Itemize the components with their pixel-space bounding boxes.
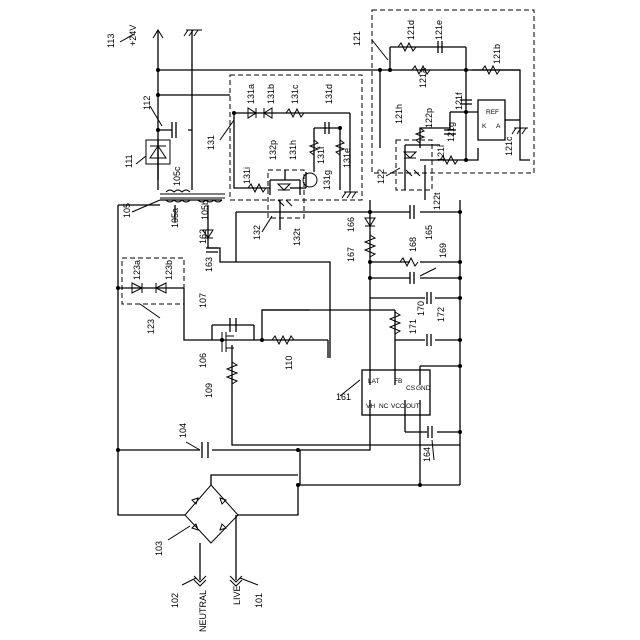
ic-pin-cs: CS bbox=[406, 385, 416, 392]
ref-123b: 123b bbox=[164, 260, 174, 280]
ref-105: 105 bbox=[122, 203, 132, 218]
ic-pin-nc: NC bbox=[379, 403, 389, 410]
ref-131i: 131i bbox=[242, 167, 252, 184]
ref-164: 164 bbox=[422, 447, 432, 462]
ref-132: 132 bbox=[252, 225, 262, 240]
ref-168: 168 bbox=[408, 237, 418, 252]
capacitor-169 bbox=[410, 272, 414, 284]
wiring bbox=[118, 30, 530, 580]
bridge-rectifier-103 bbox=[185, 485, 238, 543]
ref-163: 163 bbox=[204, 257, 214, 272]
ref-167: 167 bbox=[346, 247, 356, 262]
block-122-outline bbox=[396, 140, 432, 190]
ref-105a: 105a bbox=[170, 208, 180, 228]
ref-122: 122 bbox=[376, 169, 386, 184]
ref-104: 104 bbox=[178, 423, 188, 438]
ref-121d: 121d bbox=[406, 20, 416, 40]
ref-109: 109 bbox=[204, 383, 214, 398]
capacitor-112 bbox=[172, 122, 176, 138]
ref-101: 101 bbox=[254, 593, 264, 608]
capacitor-104 bbox=[202, 442, 208, 458]
ic-pin-vh: VH bbox=[366, 403, 375, 410]
ref-105b: 105b bbox=[200, 200, 210, 220]
ref-170: 170 bbox=[416, 301, 426, 316]
ref-131b: 131b bbox=[266, 84, 276, 104]
ref-171: 171 bbox=[408, 319, 418, 334]
ref-105c: 105c bbox=[172, 166, 182, 186]
ref-132t: 132t bbox=[292, 228, 302, 246]
ref-123: 123 bbox=[146, 319, 156, 334]
ground-icon bbox=[184, 30, 202, 36]
capacitor-172 bbox=[427, 334, 431, 346]
ref-131: 131 bbox=[206, 135, 216, 150]
ref-111: 111 bbox=[124, 154, 134, 168]
ref-172: 172 bbox=[436, 307, 446, 322]
ref-113: 113 bbox=[106, 34, 116, 48]
capacitor-165 bbox=[410, 205, 414, 219]
ref-122t: 122t bbox=[432, 192, 442, 210]
ref-112: 112 bbox=[142, 96, 152, 110]
ground-icon bbox=[342, 190, 358, 198]
optocoupler-132 bbox=[278, 184, 292, 206]
capacitor-164 bbox=[428, 426, 432, 438]
ref-162: 162 bbox=[198, 229, 208, 244]
ref-131f: 131f bbox=[316, 146, 326, 164]
ref-121e: 121e bbox=[434, 20, 444, 40]
ic-pin-gnd: GND bbox=[416, 385, 431, 392]
supply-rail-label: +24V bbox=[128, 25, 138, 46]
ref-121a: 121a bbox=[418, 68, 428, 88]
ref-131g: 131g bbox=[322, 170, 332, 190]
ic-pin-vcc: VCC bbox=[391, 403, 405, 410]
reg-pin-ref: REF bbox=[486, 109, 499, 116]
neutral-label: NEUTRAL bbox=[198, 590, 208, 632]
reg-pin-a: A bbox=[496, 123, 501, 130]
ref-102: 102 bbox=[170, 593, 180, 608]
supply-label: +24V bbox=[128, 25, 138, 46]
ic-pin-fb: FB bbox=[394, 378, 402, 385]
ref-132p: 132p bbox=[268, 140, 278, 160]
ref-103: 103 bbox=[154, 541, 164, 556]
ref-110: 110 bbox=[284, 356, 294, 370]
ref-122p: 122p bbox=[424, 108, 434, 128]
ref-107: 107 bbox=[198, 293, 208, 308]
capacitor-163 bbox=[206, 248, 218, 252]
ref-165: 165 bbox=[424, 225, 434, 240]
block-132-outline bbox=[268, 170, 304, 218]
reg-pin-k: K bbox=[482, 123, 487, 130]
ref-121c: 121c bbox=[504, 136, 514, 156]
ref-106: 106 bbox=[198, 353, 208, 368]
ref-131d: 131d bbox=[324, 84, 334, 104]
ref-123a: 123a bbox=[132, 260, 142, 280]
transistor-131g bbox=[303, 173, 317, 187]
live-label: LIVE bbox=[232, 585, 242, 605]
ref-121g: 121g bbox=[446, 122, 456, 142]
ref-121: 121 bbox=[352, 31, 362, 46]
ref-121f: 121f bbox=[454, 92, 464, 110]
optocoupler-122 bbox=[404, 152, 420, 176]
ic-pin-lat: LAT bbox=[368, 378, 379, 385]
ref-121i: 121i bbox=[436, 145, 446, 162]
ref-131h: 131h bbox=[288, 140, 298, 160]
capacitor-170 bbox=[427, 292, 431, 304]
ref-121h: 121h bbox=[394, 104, 404, 124]
ref-121b: 121b bbox=[492, 44, 502, 64]
ref-131a: 131a bbox=[246, 84, 256, 104]
ref-131e: 131e bbox=[342, 148, 352, 168]
ref-169: 169 bbox=[438, 243, 448, 258]
ic-pin-out: OUT bbox=[406, 403, 420, 410]
ref-166: 166 bbox=[346, 217, 356, 232]
ref-131c: 131c bbox=[290, 84, 300, 104]
